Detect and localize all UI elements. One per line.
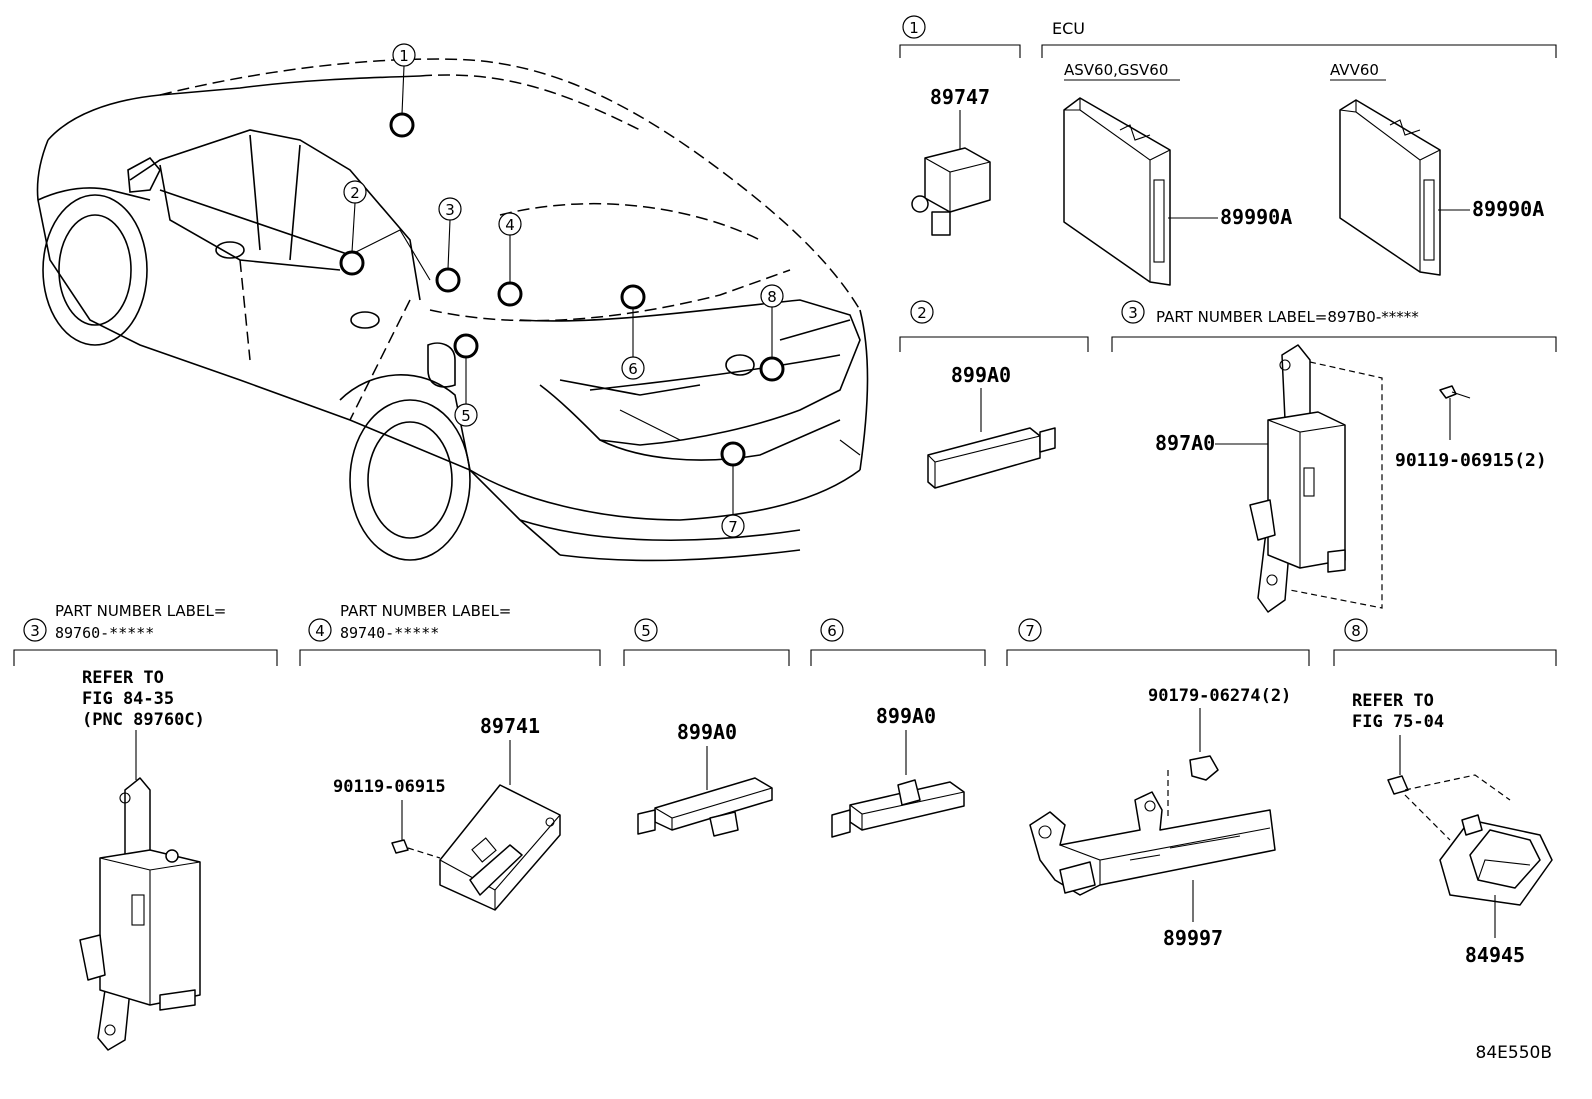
car-callout-3: 3 [445, 201, 455, 219]
bolt-90119-06915-2-drawing [1439, 385, 1471, 399]
car-callouts: 1 2 3 4 5 6 7 8 [343, 43, 784, 538]
part-89741-drawing [439, 784, 561, 911]
part-899A0-a-label: 899A0 [951, 363, 1011, 387]
part-number-label-897B0: PART NUMBER LABEL=897B0-***** [1156, 308, 1419, 326]
section-3-top: 3 PART NUMBER LABEL=897B0-***** 897A0 90… [1111, 300, 1557, 613]
refer-fig-84-35-line2: FIG 84-35 [82, 689, 174, 709]
part-89747-label: 89747 [930, 85, 990, 109]
car-callout-5: 5 [461, 407, 471, 425]
car-callout-2: 2 [350, 184, 360, 202]
car-callout-4: 4 [505, 216, 515, 234]
car-callout-6: 6 [628, 360, 638, 378]
section-callout-3-bottom: 3 [30, 622, 40, 640]
section-callout-6: 6 [827, 622, 837, 640]
section-8: 8 REFER TO FIG 75-04 84945 [1333, 618, 1557, 967]
marker-3 [435, 267, 461, 293]
part-89741-label: 89741 [480, 714, 540, 738]
part-90119-06915-label: 90119-06915 [333, 777, 446, 797]
marker-4 [497, 281, 523, 307]
section-callout-8: 8 [1351, 622, 1361, 640]
section-callout-4: 4 [315, 622, 325, 640]
part-899A0-a-drawing [927, 427, 1056, 489]
section-callout-1: 1 [909, 19, 919, 37]
drawing-code: 84E550B [1476, 1043, 1552, 1063]
part-899A0-c-drawing [831, 779, 965, 838]
part-number-label-89740-line1: PART NUMBER LABEL= [340, 602, 511, 620]
section-callout-3-top: 3 [1128, 304, 1138, 322]
section-2: 2 899A0 [899, 300, 1089, 489]
part-89997-drawing [1029, 791, 1276, 896]
part-89747-drawing [911, 147, 991, 236]
section-6: 6 899A0 [810, 618, 986, 838]
refer-fig-84-35-line3: (PNC 89760C) [82, 710, 205, 730]
section-callout-7: 7 [1025, 622, 1035, 640]
car-callout-8: 8 [767, 288, 777, 306]
section-5: 5 899A0 [623, 618, 790, 837]
section-callout-2: 2 [917, 304, 927, 322]
marker-1 [389, 112, 415, 138]
part-90119-06915-2-label: 90119-06915(2) [1395, 450, 1547, 471]
marker-7 [720, 441, 746, 467]
part-84945-label: 84945 [1465, 943, 1525, 967]
part-89990A-avv60-label: 89990A [1472, 197, 1544, 221]
car-illustration [36, 58, 869, 562]
part-89990A-asv60-label: 89990A [1220, 205, 1292, 229]
part-89760-drawing [79, 777, 201, 1051]
part-number-label-89760-line1: PART NUMBER LABEL= [55, 602, 226, 620]
part-897A0-label: 897A0 [1155, 431, 1215, 455]
part-90179-06274-2-label: 90179-06274(2) [1148, 686, 1291, 706]
variant-asv60-label: ASV60,GSV60 [1064, 61, 1168, 79]
refer-fig-84-35-line1: REFER TO [82, 668, 164, 688]
section-ecu: ECU ASV60,GSV60 AVV60 89990A 89990A [1041, 19, 1557, 286]
ecu-header: ECU [1052, 19, 1085, 38]
part-number-label-89740-line2: 89740-***** [340, 624, 439, 642]
marker-2 [339, 250, 365, 276]
part-899A0-b-drawing [637, 777, 773, 837]
part-number-label-89760-line2: 89760-***** [55, 624, 154, 642]
part-899A0-c-label: 899A0 [876, 704, 936, 728]
part-89990A-avv60-drawing [1339, 99, 1441, 276]
section-1: 1 89747 [899, 15, 1021, 236]
part-897A0-drawing [1249, 344, 1346, 613]
part-89990A-asv60-drawing [1063, 97, 1171, 286]
car-callout-7: 7 [728, 518, 738, 536]
part-899A0-b-label: 899A0 [677, 720, 737, 744]
marker-5 [453, 333, 479, 359]
part-89997-label: 89997 [1163, 926, 1223, 950]
car-callout-1: 1 [399, 47, 409, 65]
bolt-90119-06915-drawing [391, 839, 441, 859]
marker-6 [620, 284, 646, 310]
clip-drawing [1387, 775, 1409, 795]
section-7: 7 90179-06274(2) 89997 [1006, 618, 1310, 950]
marker-8 [759, 356, 785, 382]
part-84945-drawing [1439, 814, 1553, 906]
variant-avv60-label: AVV60 [1330, 61, 1379, 79]
refer-fig-75-04-line2: FIG 75-04 [1352, 712, 1444, 732]
section-callout-5: 5 [641, 622, 651, 640]
section-4: 4 PART NUMBER LABEL= 89740-***** 89741 9… [299, 602, 601, 911]
nut-90179-06274-drawing [1189, 755, 1219, 781]
section-3-bottom: 3 PART NUMBER LABEL= 89760-***** REFER T… [13, 602, 278, 1051]
refer-fig-75-04-line1: REFER TO [1352, 691, 1434, 711]
